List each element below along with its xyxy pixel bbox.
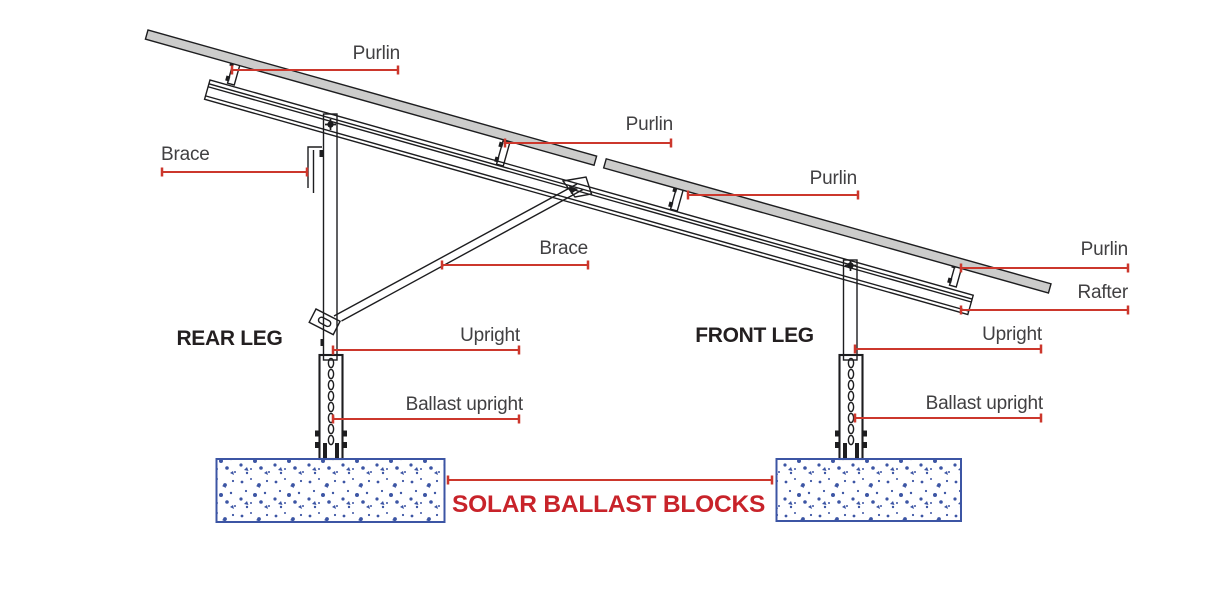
- diagonal-brace: [308, 176, 593, 336]
- label-upright-front: Upright: [982, 324, 1042, 345]
- label-rear-leg: REAR LEG: [176, 327, 283, 350]
- rafter-beam: [203, 79, 975, 316]
- leader-rafter: [959, 305, 1130, 315]
- rear-brace-strap: [307, 146, 324, 193]
- label-ballast-upright-front: Ballast upright: [925, 393, 1044, 414]
- leader-ballast-upright-front: [853, 413, 1043, 423]
- label-brace-1: Brace: [161, 144, 210, 165]
- label-solar-ballast-blocks: SOLAR BALLAST BLOCKS: [452, 491, 766, 518]
- label-purlin-4: Purlin: [1080, 239, 1129, 260]
- leader-purlin-4: [959, 263, 1130, 273]
- label-purlin-3: Purlin: [809, 168, 858, 189]
- rear-rafter-bolt: [325, 119, 336, 130]
- label-front-leg: FRONT LEG: [695, 324, 814, 347]
- leader-upright-rear: [331, 345, 521, 355]
- front-ballast-upright: [835, 353, 867, 461]
- leader-purlin-1: [230, 65, 400, 75]
- label-ballast-upright-rear: Ballast upright: [405, 394, 524, 415]
- leader-purlin-2: [503, 138, 673, 148]
- leader-ballast-upright-rear: [331, 414, 521, 424]
- label-purlin-2: Purlin: [625, 114, 674, 135]
- rear-leg-bolt-mark: [320, 339, 324, 346]
- leader-upright-front: [853, 344, 1043, 354]
- leader-purlin-3: [686, 190, 860, 200]
- label-brace-2: Brace: [539, 238, 588, 259]
- label-rafter: Rafter: [1077, 282, 1128, 303]
- label-upright-rear: Upright: [460, 325, 520, 346]
- label-purlin-1: Purlin: [352, 43, 401, 64]
- front-ballast-block: [775, 458, 962, 522]
- solar-panel: [144, 29, 1052, 294]
- leader-ballast-blocks: [446, 475, 774, 485]
- rear-ballast-block: [215, 458, 446, 523]
- leader-brace-1: [160, 167, 309, 177]
- rear-ballast-upright: [315, 353, 347, 461]
- leader-brace-2: [440, 260, 590, 270]
- front-rafter-bolt: [845, 260, 856, 271]
